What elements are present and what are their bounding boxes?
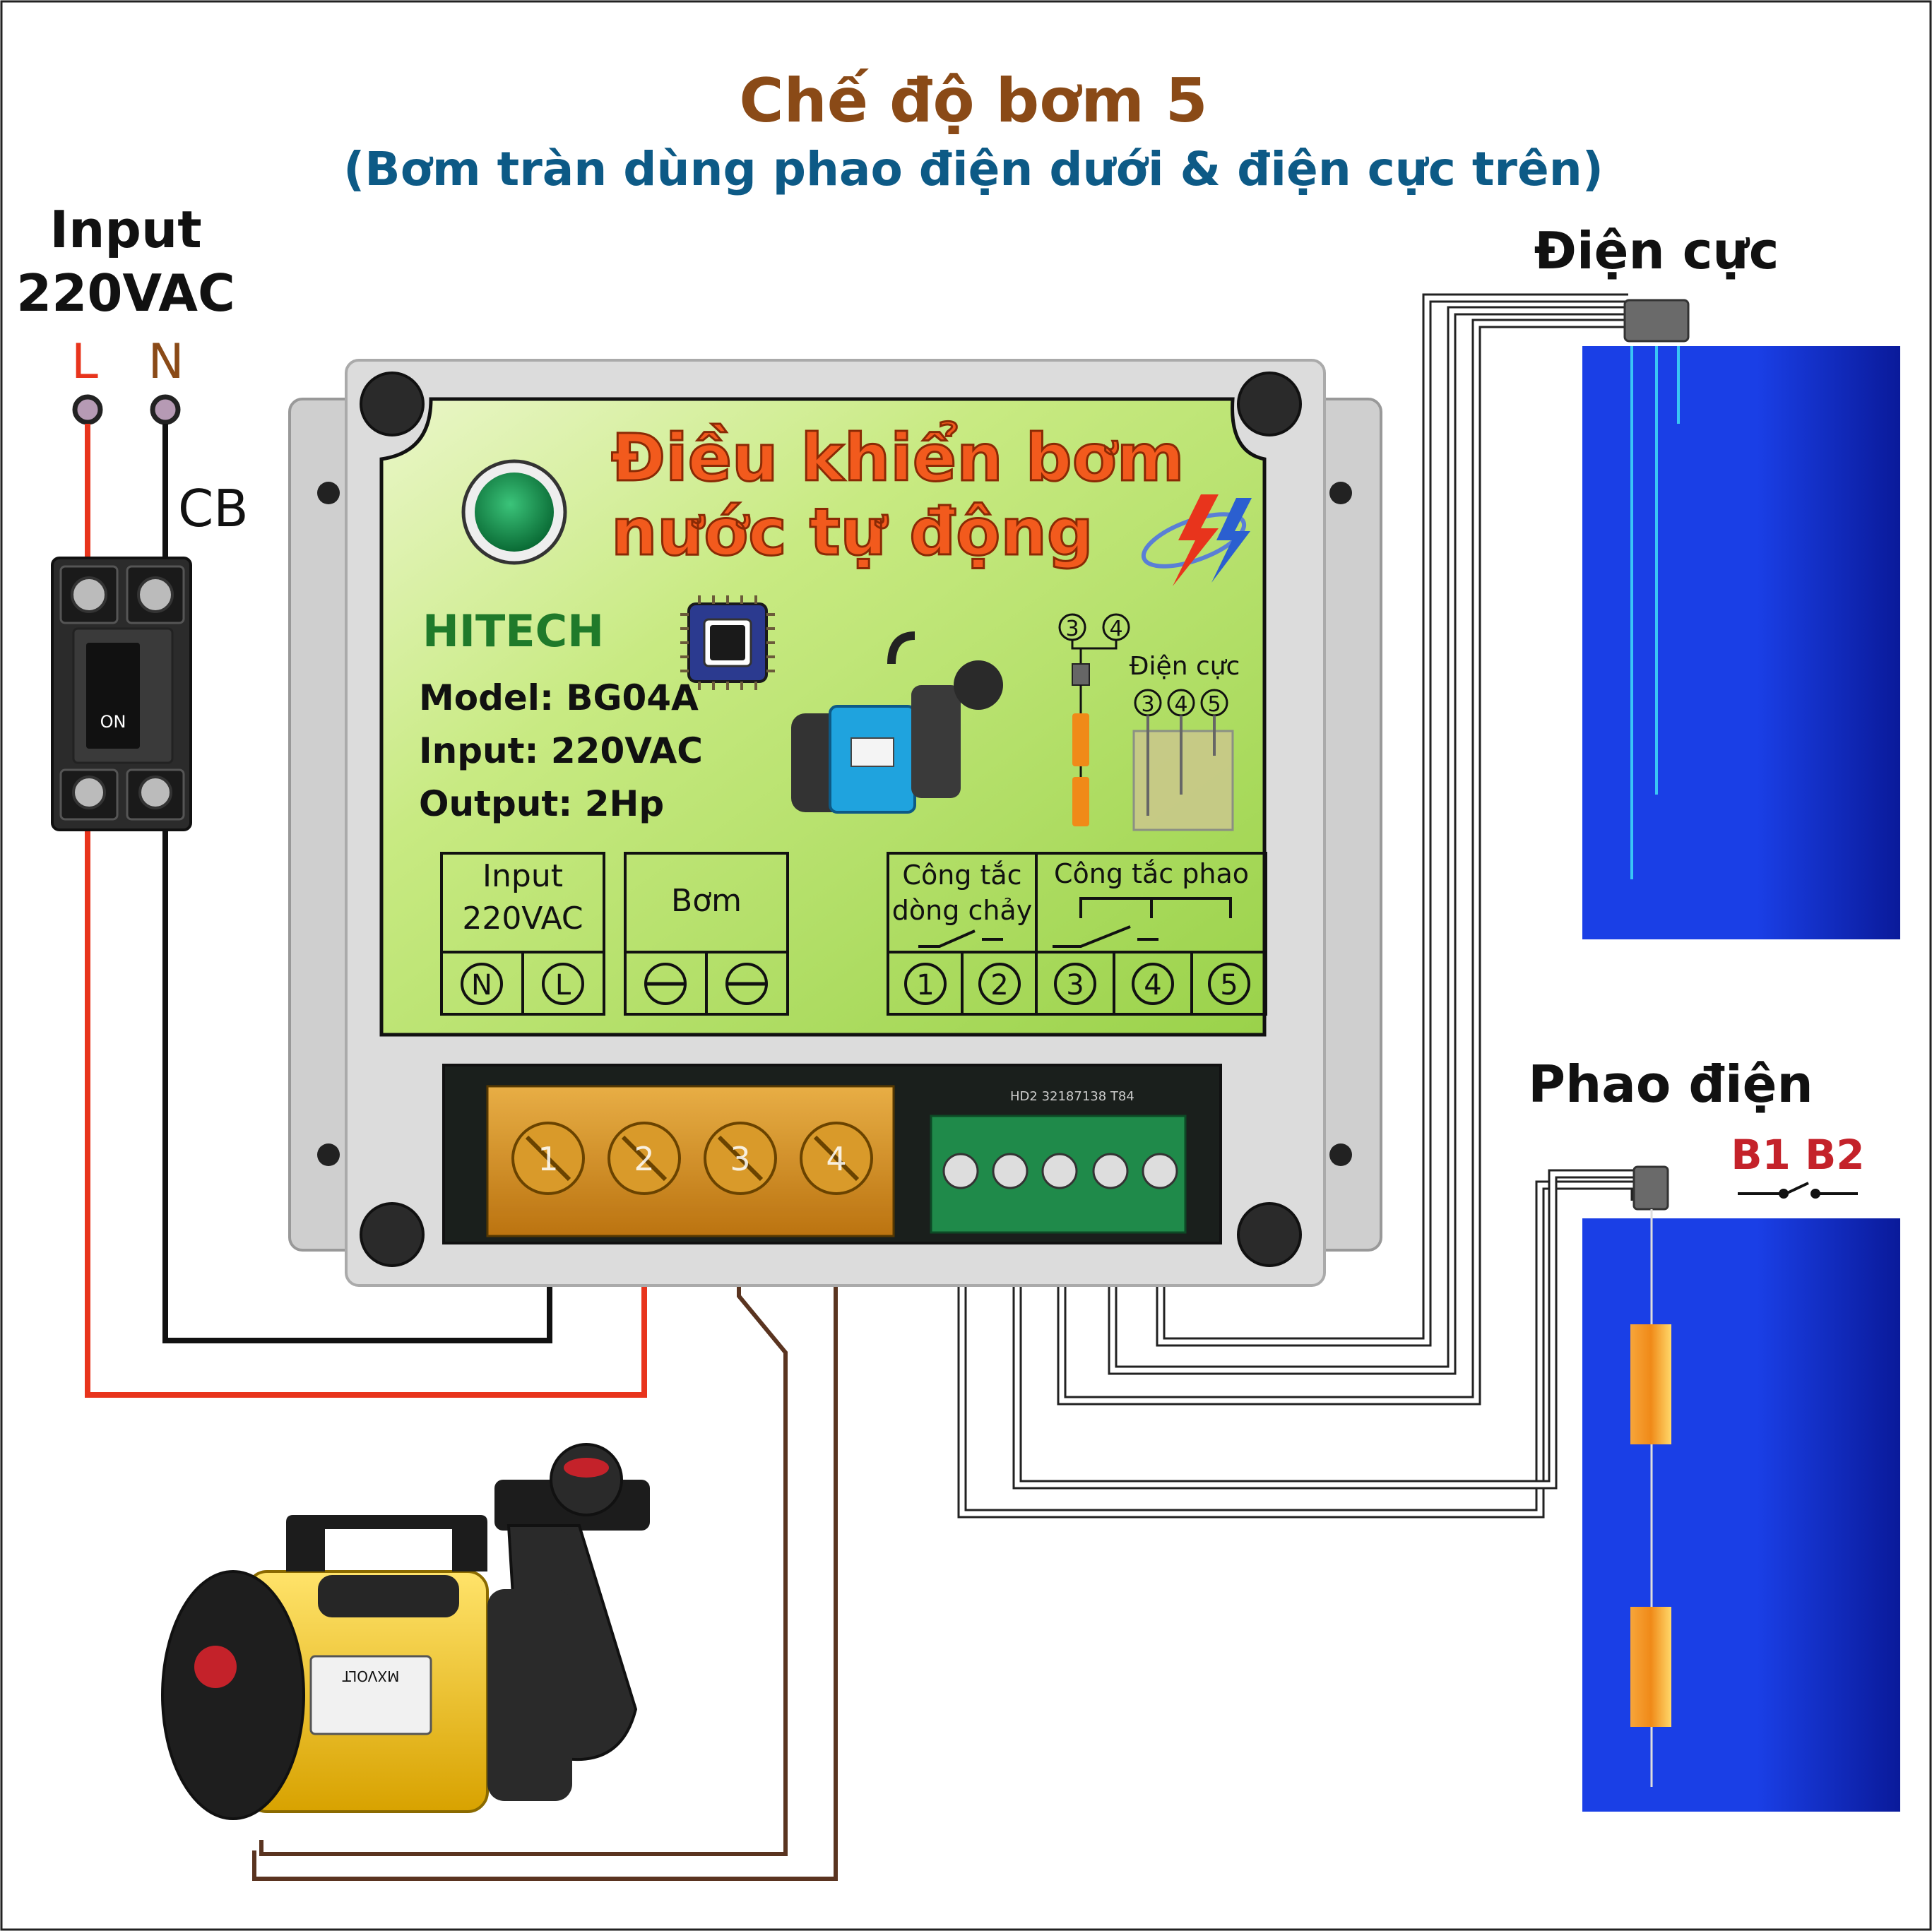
page-title: Chế độ bơm 5	[739, 66, 1207, 136]
electrode-tank-label: Điện cực	[1534, 221, 1779, 280]
screw-number-1: 1	[538, 1140, 558, 1178]
input-spec-text: Input: 220VAC	[419, 730, 703, 771]
terminal-glyphs: N L 1 2 3 4 5	[461, 963, 1250, 1005]
svg-text:5: 5	[1220, 969, 1238, 1002]
input-label-line1: Input	[49, 200, 201, 259]
block-flow-switch-line1: Công tắc	[902, 860, 1021, 891]
float-sensor-icon	[1630, 1165, 1671, 1787]
signal-terminal-block	[930, 1115, 1187, 1234]
water-pump-icon: MXVOLT	[161, 1443, 650, 1820]
block-flow-switch-line2: dòng chảy	[892, 895, 1032, 926]
svg-text:1: 1	[916, 969, 934, 1002]
svg-text:3: 3	[1066, 969, 1084, 1002]
panel-electrode-icon: 3 4 5	[1132, 689, 1234, 831]
switch-symbols	[918, 897, 1232, 948]
controller-title-line1: Điều khiển bơm	[611, 420, 1185, 496]
terminal-n-label: N	[148, 334, 184, 390]
controller-title-line2: nước tự động	[611, 494, 1094, 570]
block-float-switch: Công tắc phao	[1054, 858, 1249, 889]
breaker-on-label: ON	[100, 712, 126, 732]
block-input-line2: 220VAC	[462, 901, 583, 937]
brand-logo-icon	[1141, 494, 1252, 586]
terminal-l-dot	[72, 394, 103, 425]
terminal-n-dot	[150, 394, 181, 425]
svg-text:L: L	[555, 969, 571, 1002]
svg-text:4: 4	[1109, 617, 1122, 641]
wire-l-bottom	[85, 819, 647, 1398]
block-pump: Bơm	[671, 883, 742, 919]
svg-text:3: 3	[1141, 692, 1154, 717]
signal-wires	[957, 293, 1640, 1519]
screw-number-3: 3	[730, 1140, 750, 1178]
electrode-tank	[1582, 346, 1900, 939]
output-spec-text: Output: 2Hp	[419, 783, 664, 824]
svg-text:2: 2	[990, 969, 1008, 1002]
power-terminal-block: 1 2 3 4	[486, 1085, 895, 1237]
wire-pump-1	[259, 1243, 788, 1856]
float-tank	[1582, 1218, 1900, 1812]
pump-brand-text: MXVOLT	[342, 1668, 399, 1685]
terminal-legend	[440, 852, 1267, 1016]
svg-text:4: 4	[1144, 969, 1161, 1002]
screw-number-2: 2	[634, 1140, 654, 1178]
screw-number-4: 4	[826, 1140, 846, 1178]
pcb-marking: HD2 32187138 T84	[1010, 1089, 1134, 1104]
svg-text:4: 4	[1174, 692, 1187, 717]
electrode-probe-icon	[1623, 299, 1690, 879]
svg-text:3: 3	[1065, 617, 1079, 641]
breaker-label: CB	[178, 479, 249, 538]
page-subtitle: (Bơm tràn dùng phao điện dưới & điện cực…	[343, 142, 1604, 196]
panel-pump-icon	[791, 631, 1003, 814]
wire-pump-2	[252, 1243, 838, 1881]
brand-name: HITECH	[422, 605, 604, 657]
chip-icon	[680, 595, 775, 690]
terminal-l-label: L	[71, 334, 98, 390]
svg-text:5: 5	[1207, 692, 1221, 717]
panel-float-icon: 3 4	[1058, 613, 1130, 826]
circuit-breaker: ON	[51, 557, 192, 831]
float-switch-symbol-icon	[1738, 1182, 1858, 1199]
input-label-line2: 220VAC	[16, 263, 235, 323]
panel-electrode-label: Điện cực	[1130, 652, 1240, 681]
block-input-line1: Input	[482, 858, 563, 894]
float-switch-label: B1 B2	[1731, 1131, 1864, 1179]
svg-text:N: N	[471, 969, 492, 1002]
float-tank-label: Phao điện	[1528, 1054, 1813, 1114]
model-text: Model: BG04A	[419, 677, 699, 718]
